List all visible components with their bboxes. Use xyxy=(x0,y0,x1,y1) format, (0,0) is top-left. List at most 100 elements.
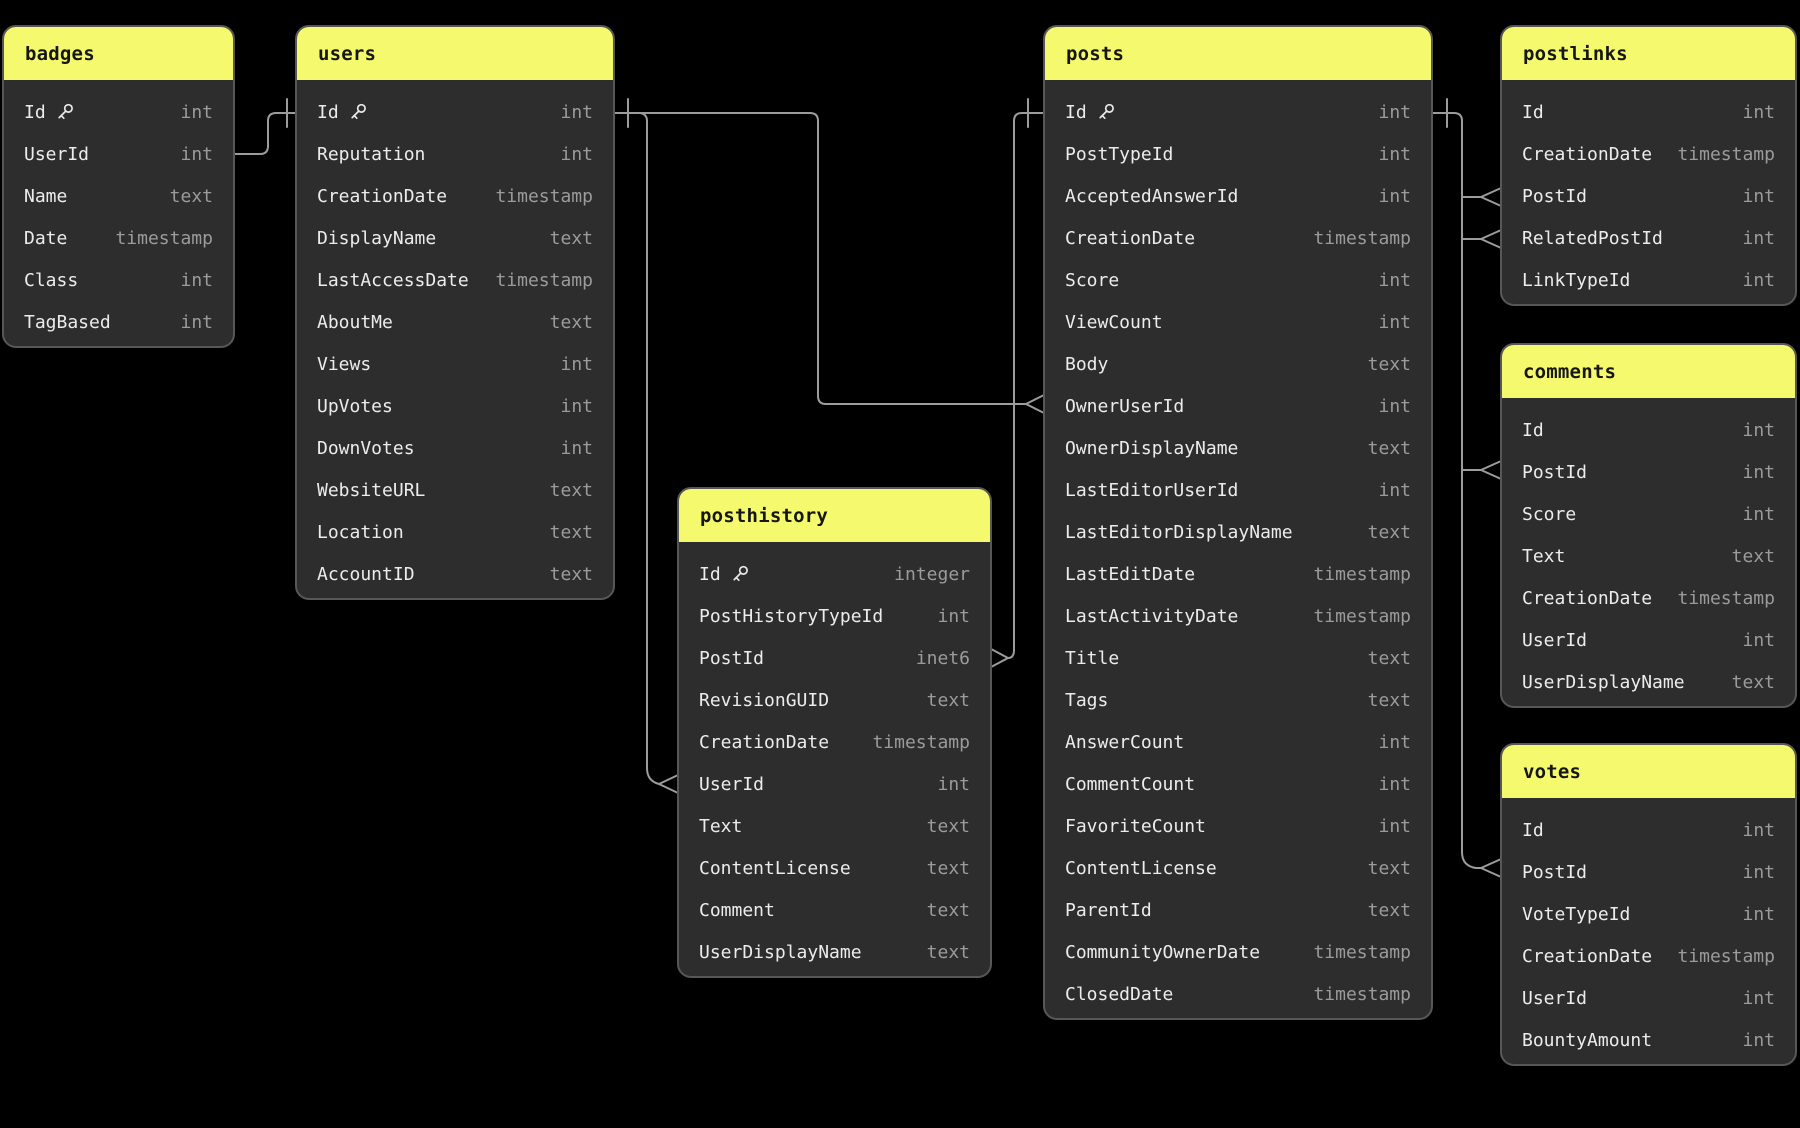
field-row[interactable]: PostTypeId int xyxy=(1045,133,1431,175)
field-row[interactable]: AcceptedAnswerId int xyxy=(1045,175,1431,217)
field-name: VoteTypeId xyxy=(1522,903,1631,925)
field-row[interactable]: LastActivityDate timestamp xyxy=(1045,595,1431,637)
table-header[interactable]: comments xyxy=(1502,345,1795,398)
field-row[interactable]: LastEditorUserId int xyxy=(1045,469,1431,511)
field-row[interactable]: AccountID text xyxy=(297,553,613,595)
field-row[interactable]: ParentId text xyxy=(1045,889,1431,931)
field-row[interactable]: CreationDate timestamp xyxy=(679,721,990,763)
field-row[interactable]: Text text xyxy=(1502,535,1795,577)
field-type: timestamp xyxy=(872,731,970,753)
primary-key-icon xyxy=(1096,102,1116,122)
field-row[interactable]: Date timestamp xyxy=(4,217,233,259)
field-row[interactable]: AboutMe text xyxy=(297,301,613,343)
field-row[interactable]: RevisionGUID text xyxy=(679,679,990,721)
field-row[interactable]: LastEditDate timestamp xyxy=(1045,553,1431,595)
field-row[interactable]: FavoriteCount int xyxy=(1045,805,1431,847)
table-header[interactable]: posts xyxy=(1045,27,1431,80)
field-name: UserId xyxy=(1522,629,1588,651)
field-type: int xyxy=(1742,629,1775,651)
field-row[interactable]: Score int xyxy=(1045,259,1431,301)
field-row[interactable]: PostId int xyxy=(1502,451,1795,493)
field-row[interactable]: Comment text xyxy=(679,889,990,931)
field-row[interactable]: Reputation int xyxy=(297,133,613,175)
field-row[interactable]: LastEditorDisplayName text xyxy=(1045,511,1431,553)
field-row[interactable]: CommunityOwnerDate timestamp xyxy=(1045,931,1431,973)
field-row[interactable]: UserDisplayName text xyxy=(1502,661,1795,703)
field-type: int xyxy=(1378,815,1411,837)
field-row[interactable]: Id int xyxy=(1045,91,1431,133)
table-votes[interactable]: votes Id int PostId int VoteTypeId int C… xyxy=(1500,743,1797,1066)
field-row[interactable]: Name text xyxy=(4,175,233,217)
table-header[interactable]: users xyxy=(297,27,613,80)
field-row[interactable]: PostId inet6 xyxy=(679,637,990,679)
field-row[interactable]: PostHistoryTypeId int xyxy=(679,595,990,637)
field-row[interactable]: WebsiteURL text xyxy=(297,469,613,511)
field-row[interactable]: Id int xyxy=(1502,409,1795,451)
field-row[interactable]: CreationDate timestamp xyxy=(1502,935,1795,977)
table-comments[interactable]: comments Id int PostId int Score int Tex… xyxy=(1500,343,1797,708)
field-row[interactable]: UserId int xyxy=(679,763,990,805)
field-row[interactable]: CommentCount int xyxy=(1045,763,1431,805)
field-row[interactable]: DownVotes int xyxy=(297,427,613,469)
field-row[interactable]: CreationDate timestamp xyxy=(1502,133,1795,175)
field-row[interactable]: UserId int xyxy=(1502,977,1795,1019)
field-row[interactable]: ClosedDate timestamp xyxy=(1045,973,1431,1015)
table-posthistory[interactable]: posthistory Id integer PostHistoryTypeId… xyxy=(677,487,992,978)
field-row[interactable]: CreationDate timestamp xyxy=(297,175,613,217)
field-row[interactable]: CreationDate timestamp xyxy=(1502,577,1795,619)
table-title: postlinks xyxy=(1523,42,1628,65)
field-row[interactable]: Tags text xyxy=(1045,679,1431,721)
field-row[interactable]: ContentLicense text xyxy=(1045,847,1431,889)
field-row[interactable]: PostId int xyxy=(1502,851,1795,893)
field-row[interactable]: Location text xyxy=(297,511,613,553)
field-row[interactable]: DisplayName text xyxy=(297,217,613,259)
field-row[interactable]: UserDisplayName text xyxy=(679,931,990,973)
field-row[interactable]: VoteTypeId int xyxy=(1502,893,1795,935)
field-row[interactable]: ContentLicense text xyxy=(679,847,990,889)
field-name: ClosedDate xyxy=(1065,983,1174,1005)
field-row[interactable]: Title text xyxy=(1045,637,1431,679)
field-row[interactable]: Text text xyxy=(679,805,990,847)
field-name: PostId xyxy=(1522,861,1588,883)
field-row[interactable]: OwnerDisplayName text xyxy=(1045,427,1431,469)
table-header[interactable]: badges xyxy=(4,27,233,80)
field-name: DisplayName xyxy=(317,227,437,249)
field-row[interactable]: Class int xyxy=(4,259,233,301)
field-row[interactable]: Id int xyxy=(1502,809,1795,851)
table-header[interactable]: votes xyxy=(1502,745,1795,798)
table-rows: Id int Reputation int CreationDate times… xyxy=(297,80,613,598)
primary-key-icon xyxy=(348,102,368,122)
field-row[interactable]: CreationDate timestamp xyxy=(1045,217,1431,259)
field-row[interactable]: Id int xyxy=(4,91,233,133)
field-row[interactable]: Views int xyxy=(297,343,613,385)
field-name: AnswerCount xyxy=(1065,731,1185,753)
field-row[interactable]: Id integer xyxy=(679,553,990,595)
table-header[interactable]: posthistory xyxy=(679,489,990,542)
field-row[interactable]: BountyAmount int xyxy=(1502,1019,1795,1061)
many-fork xyxy=(991,648,1009,668)
table-header[interactable]: postlinks xyxy=(1502,27,1795,80)
field-row[interactable]: Score int xyxy=(1502,493,1795,535)
field-row[interactable]: AnswerCount int xyxy=(1045,721,1431,763)
field-row[interactable]: OwnerUserId int xyxy=(1045,385,1431,427)
field-row[interactable]: ViewCount int xyxy=(1045,301,1431,343)
field-row[interactable]: Body text xyxy=(1045,343,1431,385)
field-row[interactable]: TagBased int xyxy=(4,301,233,343)
field-row[interactable]: LinkTypeId int xyxy=(1502,259,1795,301)
field-row[interactable]: Id int xyxy=(297,91,613,133)
field-name: Class xyxy=(24,269,79,291)
field-row[interactable]: UserId int xyxy=(1502,619,1795,661)
field-name: CommentCount xyxy=(1065,773,1196,795)
table-posts[interactable]: posts Id int PostTypeId int AcceptedAnsw… xyxy=(1043,25,1433,1020)
field-row[interactable]: Id int xyxy=(1502,91,1795,133)
table-users[interactable]: users Id int Reputation int CreationDate… xyxy=(295,25,615,600)
table-postlinks[interactable]: postlinks Id int CreationDate timestamp … xyxy=(1500,25,1797,306)
field-row[interactable]: PostId int xyxy=(1502,175,1795,217)
field-row[interactable]: UserId int xyxy=(4,133,233,175)
field-row[interactable]: UpVotes int xyxy=(297,385,613,427)
table-badges[interactable]: badges Id int UserId int Name text Date … xyxy=(2,25,235,348)
table-rows: Id int PostId int VoteTypeId int Creatio… xyxy=(1502,798,1795,1064)
field-type: timestamp xyxy=(495,185,593,207)
field-row[interactable]: LastAccessDate timestamp xyxy=(297,259,613,301)
field-row[interactable]: RelatedPostId int xyxy=(1502,217,1795,259)
